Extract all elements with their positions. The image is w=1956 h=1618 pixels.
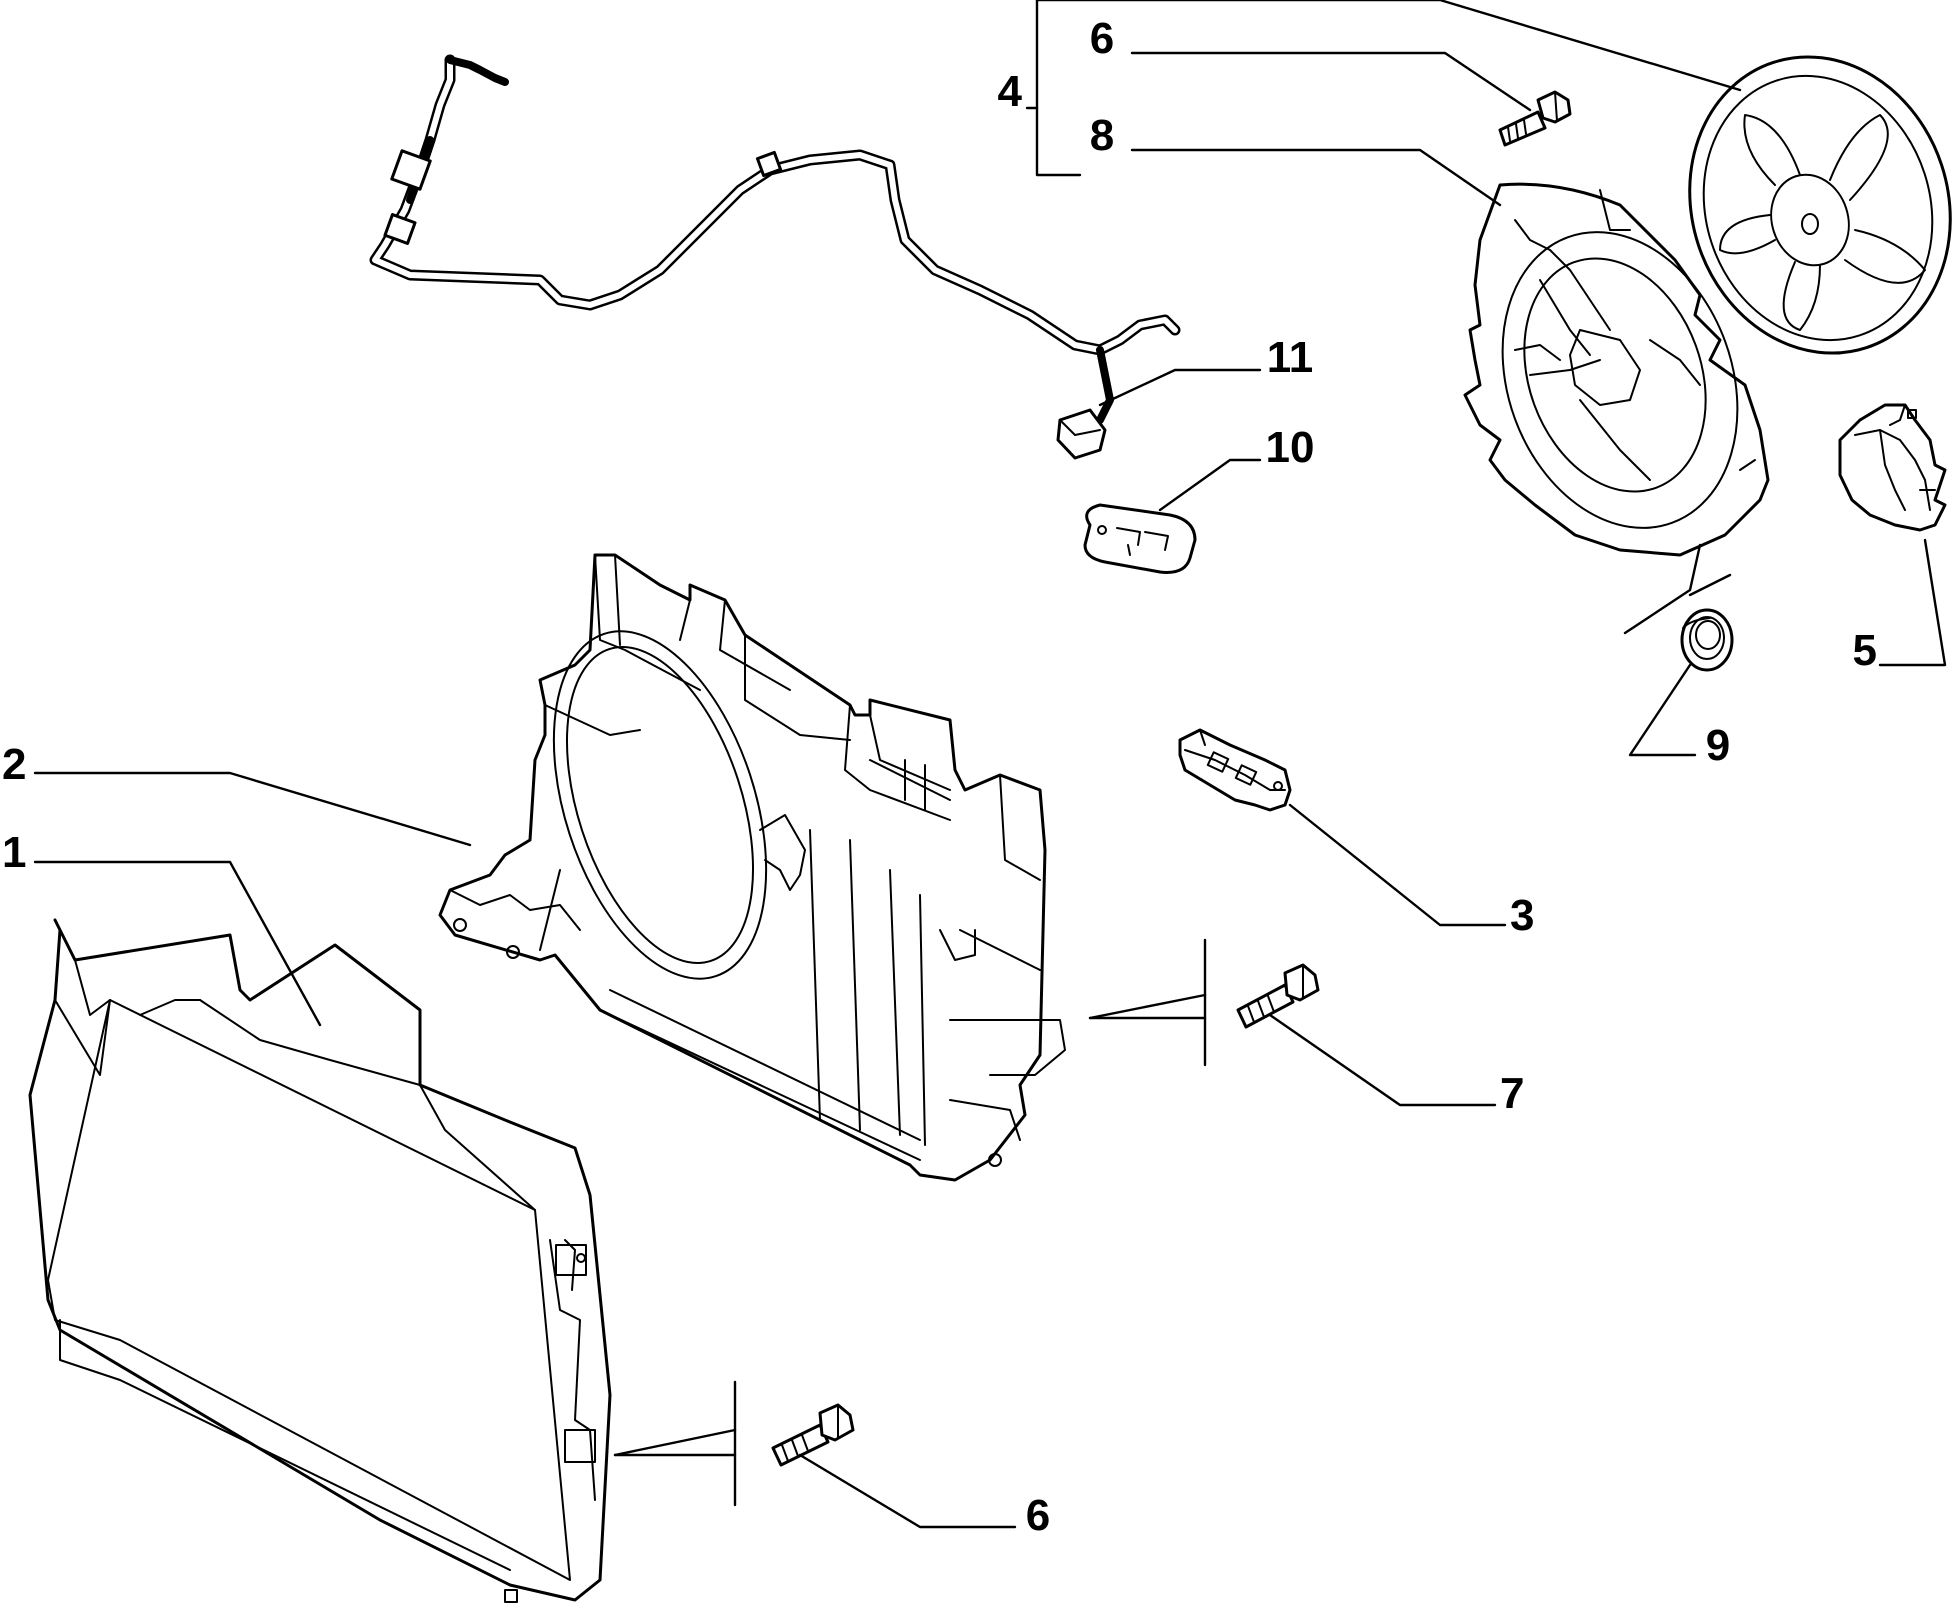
callout-6-bottom: 6 [1026, 1491, 1050, 1540]
callout-8: 8 [1090, 111, 1114, 160]
callout-10: 10 [1266, 423, 1315, 472]
callout-11: 11 [1267, 333, 1314, 382]
part-4-fan-impeller [1688, 55, 1952, 355]
callout-7: 7 [1500, 1069, 1524, 1118]
part-3-connector [1178, 728, 1292, 812]
part-10-grommet-pad [1083, 503, 1197, 574]
bolt-7 [1236, 963, 1320, 1029]
part-11-wiring-harness [369, 54, 1181, 460]
callout-labels: 1 2 3 4 5 6 6 7 8 9 10 11 [2, 14, 1877, 1540]
part-2-fan-shroud-frame [438, 553, 1066, 1182]
callout-2: 2 [2, 740, 26, 789]
leader-lines [33, 0, 1947, 1529]
callout-4: 4 [998, 67, 1023, 116]
callout-6-top: 6 [1090, 14, 1114, 63]
part-9-bushing [1680, 608, 1734, 672]
callout-1: 1 [2, 828, 26, 877]
part-8-fan-shroud [1463, 182, 1770, 557]
bolt-6-bottom [771, 1403, 855, 1467]
callout-3: 3 [1510, 891, 1534, 940]
part-1-air-shroud [28, 918, 612, 1603]
bolt-6-top [1498, 90, 1572, 147]
callout-5: 5 [1853, 626, 1877, 675]
part-5-resistor [1838, 403, 1947, 532]
callout-9: 9 [1706, 721, 1730, 770]
